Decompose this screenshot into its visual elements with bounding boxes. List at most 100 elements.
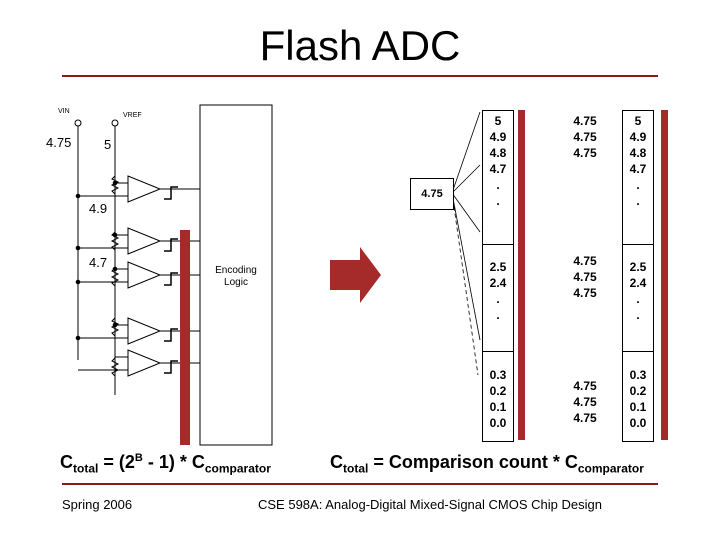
column-group: 2.5 2.4 . . [485, 259, 511, 323]
step-icon [164, 272, 178, 286]
vref-label: VREF [123, 112, 142, 119]
column-value: 0.1 [489, 400, 507, 414]
column-value: 4.75 [573, 114, 597, 128]
column-value: . [496, 292, 500, 306]
column-value: 0.3 [629, 368, 647, 382]
column-value: 2.4 [629, 276, 647, 290]
formula-part: - 1) * C [142, 452, 205, 472]
right-accent-bar [661, 110, 668, 440]
column-value: 4.75 [573, 379, 597, 393]
formula-part: B [134, 452, 143, 464]
footer-left: Spring 2006 [62, 497, 133, 512]
column-value: . [636, 194, 640, 208]
column-value: . [636, 308, 640, 322]
step-icon [164, 328, 178, 342]
resistor [110, 175, 120, 195]
encoding-label-line2: Logic [224, 277, 248, 288]
input-value-box: 4.75 [410, 178, 454, 210]
vin-terminal [74, 119, 82, 127]
resistor [110, 267, 120, 287]
comparator-wiring [75, 180, 128, 371]
formula-part: total [343, 461, 369, 476]
footer-right: CSE 598A: Analog-Digital Mixed-Signal CM… [258, 497, 602, 512]
vref-value: 5 [104, 137, 112, 152]
resistor [110, 357, 120, 377]
tap-label-1: 4.9 [89, 201, 108, 216]
step-icon [164, 360, 178, 374]
column-value: 4.9 [489, 130, 507, 144]
column-value: 4.7 [629, 162, 647, 176]
encoding-logic-box [199, 104, 273, 446]
column-group: 0.3 0.2 0.1 0.0 [485, 367, 511, 431]
column-value: . [496, 178, 500, 192]
comparator [127, 317, 162, 345]
vin-label: VIN [58, 108, 70, 115]
footer-divider [62, 483, 658, 485]
column-value: 2.4 [489, 276, 507, 290]
column-value: 4.75 [573, 130, 597, 144]
column-value: 2.5 [629, 260, 647, 274]
comparator [127, 175, 162, 203]
column-value: 0.0 [629, 416, 647, 430]
column-value: 4.75 [573, 146, 597, 160]
formula-part: C [330, 452, 343, 472]
column-group: 4.75 4.75 4.75 [562, 113, 608, 161]
vref-terminal [111, 119, 119, 127]
column-value: 0.3 [489, 368, 507, 382]
column-group: 2.5 2.4 . . [625, 259, 651, 323]
column-value: 4.8 [489, 146, 507, 160]
comparator [127, 227, 162, 255]
column-group: 5 4.9 4.8 4.7 . . [485, 113, 511, 209]
resistor [110, 317, 120, 337]
column-value: 4.75 [573, 286, 597, 300]
formula-part: = (2 [98, 452, 135, 472]
column-value: . [496, 308, 500, 322]
formula-part: = Comparison count * C [368, 452, 578, 472]
reference-column-left: 5 4.9 4.8 4.7 . . 2.5 2.4 . . 0.3 0.2 0.… [482, 110, 514, 442]
column-value: 0.2 [489, 384, 507, 398]
vin-value: 4.75 [46, 135, 72, 150]
comparators [127, 175, 162, 377]
formula-part: comparator [577, 461, 644, 476]
column-group: 0.3 0.2 0.1 0.0 [625, 367, 651, 431]
column-value: . [636, 178, 640, 192]
resistor-ladder [110, 175, 120, 377]
column-group: 4.75 4.75 4.75 [562, 253, 608, 301]
column-group: 5 4.9 4.8 4.7 . . [625, 113, 651, 209]
mid-accent-bar [518, 110, 525, 440]
formula-part: comparator [204, 461, 271, 476]
title-divider [62, 75, 658, 77]
column-value: 4.75 [573, 411, 597, 425]
comparator [127, 261, 162, 289]
column-value: 4.75 [573, 270, 597, 284]
formula-comparison-count: Ctotal = Comparison count * Ccomparator [330, 452, 644, 476]
slide-title: Flash ADC [259, 22, 461, 69]
column-value: 0.2 [629, 384, 647, 398]
column-value: 4.75 [573, 395, 597, 409]
formula-part: total [73, 461, 99, 476]
column-value: 4.8 [629, 146, 647, 160]
step-icon [164, 186, 178, 200]
column-value: 2.5 [489, 260, 507, 274]
formula-flash-total: Ctotal = (2B - 1) * Ccomparator [60, 452, 271, 476]
column-value: 0.1 [629, 400, 647, 414]
column-value: 0.0 [489, 416, 507, 430]
comparator-output-bar [180, 230, 190, 445]
column-group: 4.75 4.75 4.75 [562, 378, 608, 426]
tap-label-2: 4.7 [89, 255, 108, 270]
big-right-arrow [330, 247, 381, 303]
column-value: 5 [634, 114, 642, 128]
step-waveform-icons [164, 186, 178, 374]
column-value: . [496, 194, 500, 208]
fanout-lines [451, 111, 481, 376]
formula-part: C [60, 452, 73, 472]
reference-column-right: 5 4.9 4.8 4.7 . . 2.5 2.4 . . 0.3 0.2 0.… [622, 110, 654, 442]
column-value: . [636, 292, 640, 306]
column-value: 4.75 [573, 254, 597, 268]
column-value: 4.9 [629, 130, 647, 144]
step-icon [164, 238, 178, 252]
encoding-logic-label: Encoding Logic [200, 265, 272, 289]
column-value: 5 [494, 114, 502, 128]
